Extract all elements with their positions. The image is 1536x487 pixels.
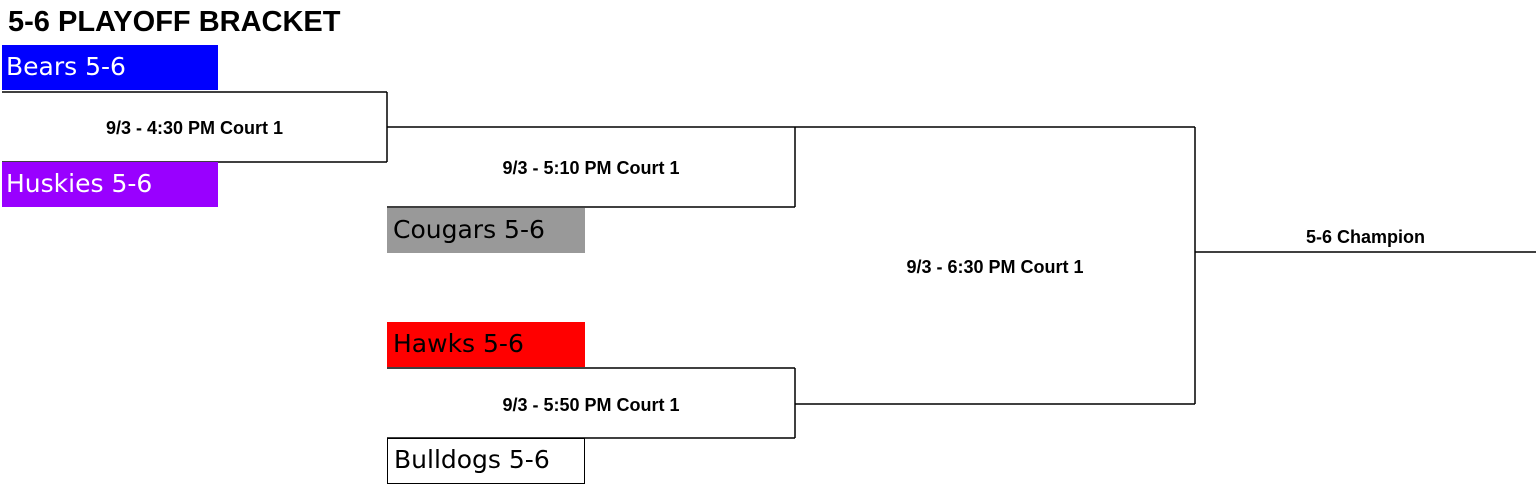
team-hawks: Hawks 5-6 xyxy=(387,322,585,367)
team-cougars: Cougars 5-6 xyxy=(387,208,585,253)
page-title: 5-6 PLAYOFF BRACKET xyxy=(8,6,341,38)
final-game-label: 9/3 - 6:30 PM Court 1 xyxy=(906,257,1084,277)
team-bears: Bears 5-6 xyxy=(2,45,218,90)
team-bulldogs: Bulldogs 5-6 xyxy=(387,438,585,484)
champion-label: 5-6 Champion xyxy=(1305,227,1425,247)
game-1-label: 9/3 - 4:30 PM Court 1 xyxy=(105,118,284,138)
game-2-label: 9/3 - 5:10 PM Court 1 xyxy=(502,158,680,178)
team-huskies: Huskies 5-6 xyxy=(2,162,218,207)
game-3-label: 9/3 - 5:50 PM Court 1 xyxy=(502,395,680,415)
